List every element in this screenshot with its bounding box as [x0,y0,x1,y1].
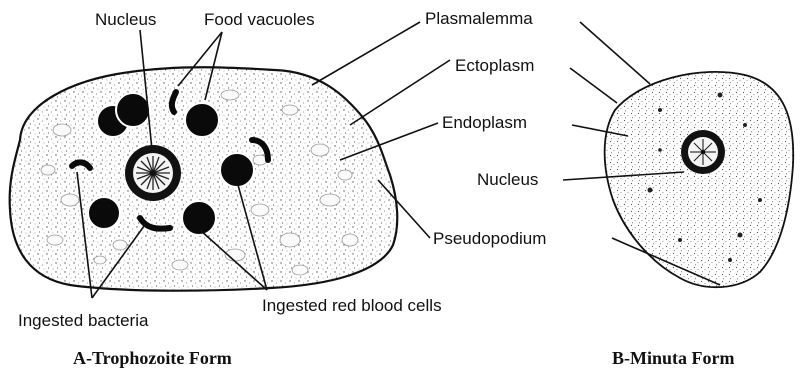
trophozoite-nucleus [125,145,181,201]
label-ingested-bacteria: Ingested bacteria [18,311,149,330]
rbc-2 [116,93,150,127]
minuta-nucleus [681,130,725,174]
label-nucleus-b: Nucleus [477,170,538,189]
rbc-3 [185,103,219,137]
label-plasmalemma: Plasmalemma [425,9,533,28]
caption-trophozoite: A-Trophozoite Form [73,348,232,368]
label-pseudopodium: Pseudopodium [433,229,546,248]
rbc-6 [182,201,216,235]
rbc-5 [88,197,120,229]
label-ectoplasm: Ectoplasm [455,56,534,75]
caption-minuta: B-Minuta Form [612,348,734,368]
label-food-vacuoles: Food vacuoles [204,10,315,29]
minuta-plasmalemma [605,72,794,287]
label-endoplasm: Endoplasm [442,113,527,132]
label-ingested-rbc: Ingested red blood cells [262,296,442,315]
rbc-4 [220,153,254,187]
trophozoite-cell [10,67,398,290]
trophozoite-plasmalemma [10,67,398,290]
minuta-cell [605,72,794,287]
captions: A-Trophozoite Form B-Minuta Form [73,348,734,368]
label-nucleus-a: Nucleus [95,10,156,29]
